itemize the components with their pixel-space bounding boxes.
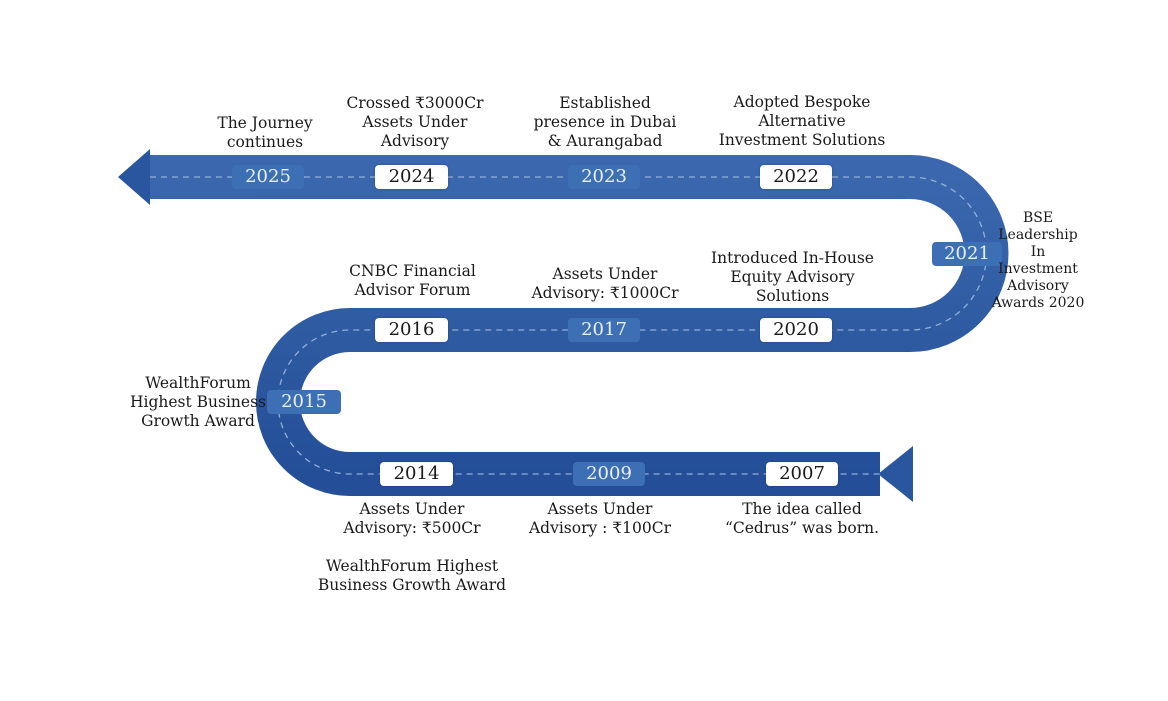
caption-line: Business Growth Award <box>317 576 507 594</box>
caption-2014: Assets Under Advisory: ₹500Cr WealthForu… <box>312 500 512 595</box>
year-badge-2024: 2024 <box>375 165 448 189</box>
caption-line: Assets Under <box>359 500 465 518</box>
caption-2015: WealthForum Highest Business Growth Awar… <box>128 374 268 431</box>
caption-line: Established <box>559 94 651 112</box>
caption-line: Advisory : ₹100Cr <box>528 519 672 537</box>
caption-line: Awards 2020 <box>991 295 1085 311</box>
caption-2017: Assets Under Advisory: ₹1000Cr <box>525 265 685 303</box>
caption-line: WealthForum <box>145 374 251 392</box>
caption-2024: Crossed ₹3000Cr Assets Under Advisory <box>340 94 490 151</box>
caption-2007: The idea called “Cedrus” was born. <box>722 500 882 538</box>
caption-2022: Adopted Bespoke Alternative Investment S… <box>712 93 892 150</box>
caption-line: Solutions <box>755 287 830 305</box>
caption-line: In <box>1030 244 1046 260</box>
year-badge-2022: 2022 <box>760 165 832 189</box>
year-badge-2023: 2023 <box>568 165 640 189</box>
caption-line: Assets Under <box>547 500 653 518</box>
year-badge-2014: 2014 <box>380 462 453 486</box>
caption-line: CNBC Financial <box>349 262 476 280</box>
arrowhead-left-icon <box>118 149 150 205</box>
caption-2025: The Journey continues <box>205 114 325 152</box>
caption-line: Adopted Bespoke <box>733 93 871 111</box>
caption-line: Alternative <box>758 112 846 130</box>
caption-line: Leadership <box>998 227 1078 243</box>
caption-2023: Established presence in Dubai & Aurangab… <box>525 94 685 151</box>
caption-line: Advisory: ₹500Cr <box>343 519 481 537</box>
caption-2020: Introduced In-House Equity Advisory Solu… <box>700 249 885 306</box>
caption-2021: BSE Leadership In Investment Advisory Aw… <box>988 210 1088 312</box>
caption-line: Equity Advisory <box>730 268 855 286</box>
caption-line: continues <box>226 133 304 151</box>
caption-line: BSE <box>1022 210 1054 226</box>
caption-line: Crossed ₹3000Cr <box>346 94 484 112</box>
year-badge-2017: 2017 <box>568 318 640 342</box>
caption-line: Assets Under <box>362 113 468 131</box>
caption-2009: Assets Under Advisory : ₹100Cr <box>520 500 680 538</box>
caption-line: Advisory <box>380 132 450 150</box>
caption-line: The idea called <box>742 500 862 518</box>
caption-line: The Journey <box>217 114 313 132</box>
caption-line: Advisory: ₹1000Cr <box>531 284 679 302</box>
caption-line: Growth Award <box>141 412 255 430</box>
caption-line: Assets Under <box>552 265 658 283</box>
year-badge-2009: 2009 <box>573 462 645 486</box>
caption-line: Highest Business <box>129 393 266 411</box>
caption-line: & Aurangabad <box>547 132 663 150</box>
year-badge-2021: 2021 <box>932 242 1002 266</box>
caption-line: presence in Dubai <box>533 113 677 131</box>
year-badge-2016: 2016 <box>375 318 448 342</box>
caption-line: Investment <box>998 261 1078 277</box>
year-badge-2015: 2015 <box>267 390 341 414</box>
caption-spacer <box>312 538 512 557</box>
caption-line: Advisor Forum <box>354 281 471 299</box>
caption-2016: CNBC Financial Advisor Forum <box>340 262 485 300</box>
caption-line: Investment Solutions <box>718 131 886 149</box>
caption-line: Advisory <box>1007 278 1069 294</box>
year-badge-2025: 2025 <box>232 165 304 189</box>
arrowhead-right-icon <box>878 446 913 502</box>
caption-line: WealthForum Highest <box>325 557 499 575</box>
caption-line: “Cedrus” was born. <box>724 519 880 537</box>
road-body <box>150 155 1009 496</box>
caption-line: Introduced In-House <box>711 249 874 267</box>
year-badge-2007: 2007 <box>766 462 838 486</box>
year-badge-2020: 2020 <box>760 318 832 342</box>
